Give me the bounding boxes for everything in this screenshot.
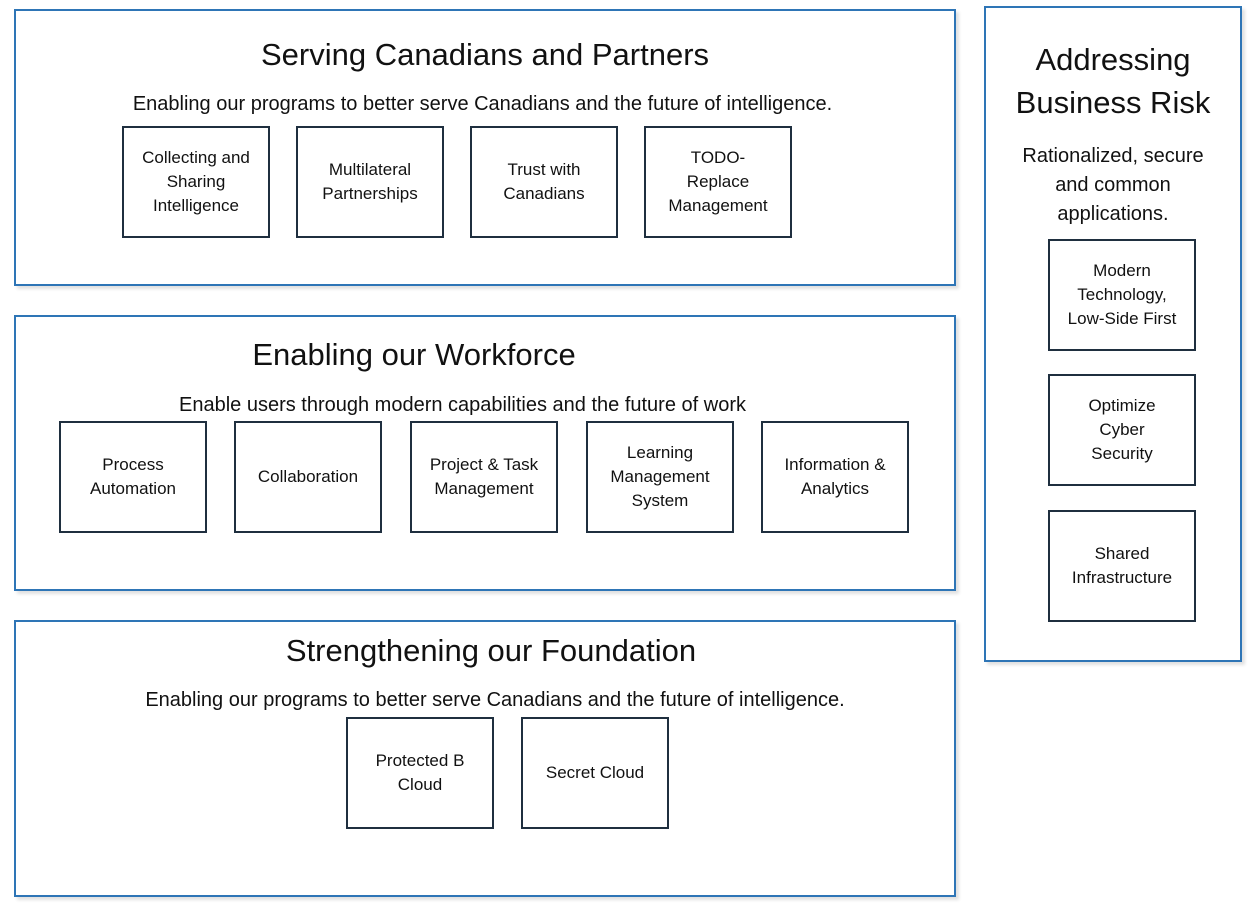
- box-label: Protected B Cloud: [375, 751, 465, 794]
- box-learning-management-system: Learning Management System: [586, 421, 734, 533]
- box-label: Learning Management System: [610, 443, 710, 510]
- box-label: Secret Cloud: [545, 763, 645, 782]
- box-multilateral-partnerships: Multilateral Partnerships: [296, 126, 444, 238]
- panel-title: Enabling our Workforce: [252, 337, 576, 372]
- box-label: Information & Analytics: [784, 455, 886, 498]
- box-project-task-management: Project & Task Management: [410, 421, 558, 533]
- box-label: Multilateral Partnerships: [322, 160, 418, 203]
- box-label: Project & Task Management: [429, 455, 539, 498]
- panel-strengthening-foundation: Strengthening our Foundation Enabling ou…: [14, 620, 956, 897]
- box-label: Shared Infrastructure: [1071, 544, 1173, 587]
- box-collecting-sharing-intelligence: Collecting and Sharing Intelligence: [122, 126, 270, 238]
- box-label: Optimize Cyber Security: [1088, 396, 1156, 463]
- box-secret-cloud: Secret Cloud: [521, 717, 669, 829]
- box-trust-with-canadians: Trust with Canadians: [470, 126, 618, 238]
- box-collaboration: Collaboration: [234, 421, 382, 533]
- box-label: Trust with Canadians: [503, 160, 585, 203]
- panel-subtitle: Rationalized, secure and common applicat…: [1022, 145, 1204, 225]
- panel-subtitle: Enabling our programs to better serve Ca…: [145, 689, 845, 711]
- panel-subtitle: Enable users through modern capabilities…: [178, 394, 746, 416]
- panel-addressing-business-risk: Addressing Business Risk Rationalized, s…: [984, 6, 1242, 662]
- panel-subtitle: Enabling our programs to better serve Ca…: [132, 93, 833, 115]
- panel-title: Addressing Business Risk: [1015, 42, 1211, 120]
- box-label: Collecting and Sharing Intelligence: [142, 148, 250, 215]
- box-optimize-cyber-security: Optimize Cyber Security: [1048, 374, 1196, 486]
- box-label: Collaboration: [257, 467, 359, 486]
- box-process-automation: Process Automation: [59, 421, 207, 533]
- box-label: Modern Technology, Low-Side First: [1067, 261, 1177, 328]
- box-modern-technology: Modern Technology, Low-Side First: [1048, 239, 1196, 351]
- panel-title: Serving Canadians and Partners: [260, 37, 710, 72]
- panel-title: Strengthening our Foundation: [285, 633, 697, 668]
- box-label: Process Automation: [90, 455, 176, 498]
- box-todo-replace-management: TODO- Replace Management: [644, 126, 792, 238]
- box-label: TODO- Replace Management: [668, 148, 768, 215]
- panel-enabling-workforce: Enabling our Workforce Enable users thro…: [14, 315, 956, 591]
- box-information-analytics: Information & Analytics: [761, 421, 909, 533]
- box-shared-infrastructure: Shared Infrastructure: [1048, 510, 1196, 622]
- panel-serving-canadians: Serving Canadians and Partners Enabling …: [14, 9, 956, 286]
- box-protected-b-cloud: Protected B Cloud: [346, 717, 494, 829]
